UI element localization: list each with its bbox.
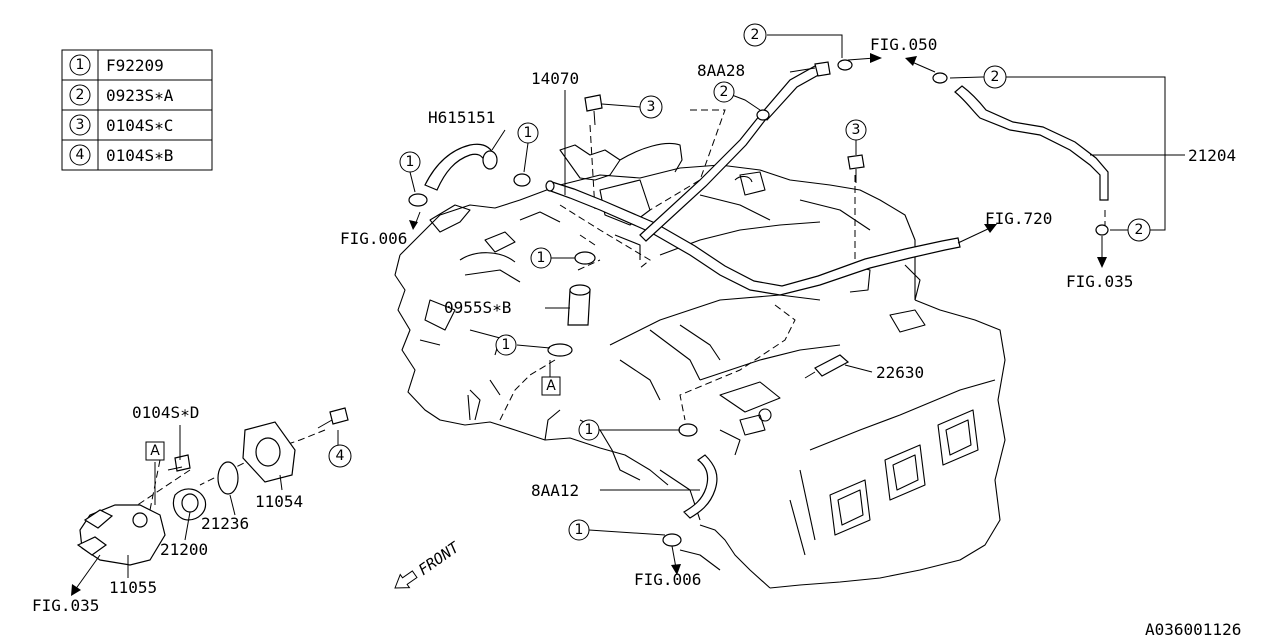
legend-code: 0104S∗B bbox=[106, 146, 173, 165]
legend-num: 1 bbox=[76, 57, 85, 73]
svg-text:2: 2 bbox=[720, 84, 729, 100]
reference-box-a-lower: A bbox=[541, 376, 561, 396]
diagram-id: A036001126 bbox=[1145, 620, 1241, 639]
marker-4: 4 bbox=[328, 444, 352, 468]
legend-num: 4 bbox=[76, 147, 85, 163]
pipes-and-hoses bbox=[76, 61, 1109, 566]
label-21236: 21236 bbox=[201, 514, 249, 533]
label-fig720: FIG.720 bbox=[985, 209, 1052, 228]
marker-2: 2 bbox=[713, 81, 735, 103]
label-h615151: H615151 bbox=[428, 108, 495, 127]
circled-markers: 1 1 1 1 1 1 2 2 2 2 3 3 4 bbox=[328, 23, 1151, 541]
svg-text:A: A bbox=[546, 378, 556, 394]
svg-text:1: 1 bbox=[585, 422, 594, 438]
label-21204: 21204 bbox=[1188, 146, 1236, 165]
svg-text:2: 2 bbox=[991, 69, 1000, 85]
label-fig050: FIG.050 bbox=[870, 35, 937, 54]
label-0955sb: 0955S∗B bbox=[444, 298, 511, 317]
svg-text:1: 1 bbox=[502, 337, 511, 353]
legend-num: 2 bbox=[76, 87, 85, 103]
legend-code: F92209 bbox=[106, 56, 164, 75]
callout-lines bbox=[74, 34, 1185, 591]
svg-text:2: 2 bbox=[751, 27, 760, 43]
front-label: FRONT bbox=[415, 538, 463, 579]
svg-text:1: 1 bbox=[406, 154, 415, 170]
part-labels: FIG.050 14070 8AA28 H615151 21204 FIG.00… bbox=[32, 35, 1241, 639]
svg-text:1: 1 bbox=[537, 250, 546, 266]
marker-1: 1 bbox=[578, 419, 600, 441]
label-11054: 11054 bbox=[255, 492, 303, 511]
svg-text:3: 3 bbox=[647, 99, 656, 115]
label-11055: 11055 bbox=[109, 578, 157, 597]
marker-2: 2 bbox=[1127, 218, 1151, 242]
svg-text:3: 3 bbox=[852, 122, 861, 138]
marker-3: 3 bbox=[639, 95, 663, 119]
reference-box-a-upper: A bbox=[145, 441, 165, 461]
svg-text:1: 1 bbox=[524, 125, 533, 141]
svg-text:4: 4 bbox=[336, 448, 345, 464]
front-direction-indicator: FRONT bbox=[394, 538, 463, 589]
label-14070: 14070 bbox=[531, 69, 579, 88]
svg-text:A: A bbox=[150, 443, 160, 459]
label-22630: 22630 bbox=[876, 363, 924, 382]
svg-text:1: 1 bbox=[575, 522, 584, 538]
label-fig006-bottom: FIG.006 bbox=[634, 570, 701, 589]
marker-2: 2 bbox=[743, 23, 767, 47]
label-8aa12: 8AA12 bbox=[531, 481, 579, 500]
legend-code: 0104S∗C bbox=[106, 116, 173, 135]
arrow-heads bbox=[71, 53, 1107, 596]
legend-num: 3 bbox=[76, 117, 85, 133]
marker-1: 1 bbox=[530, 247, 552, 269]
label-0104sd: 0104S∗D bbox=[132, 403, 199, 422]
label-fig035-right: FIG.035 bbox=[1066, 272, 1133, 291]
label-fig035-left: FIG.035 bbox=[32, 596, 99, 615]
label-fig006-top: FIG.006 bbox=[340, 229, 407, 248]
marker-1: 1 bbox=[495, 334, 517, 356]
clamps-and-bolts bbox=[408, 59, 1109, 547]
marker-2: 2 bbox=[983, 65, 1007, 89]
label-21200: 21200 bbox=[160, 540, 208, 559]
marker-1: 1 bbox=[517, 122, 539, 144]
label-8aa28: 8AA28 bbox=[697, 61, 745, 80]
marker-3: 3 bbox=[845, 119, 867, 141]
legend-code: 0923S∗A bbox=[106, 86, 174, 105]
legend-table: 1 F92209 2 0923S∗A 3 0104S∗C 4 0104S∗B bbox=[61, 49, 213, 171]
marker-1: 1 bbox=[568, 519, 590, 541]
svg-text:2: 2 bbox=[1135, 222, 1144, 238]
marker-1: 1 bbox=[399, 151, 421, 173]
